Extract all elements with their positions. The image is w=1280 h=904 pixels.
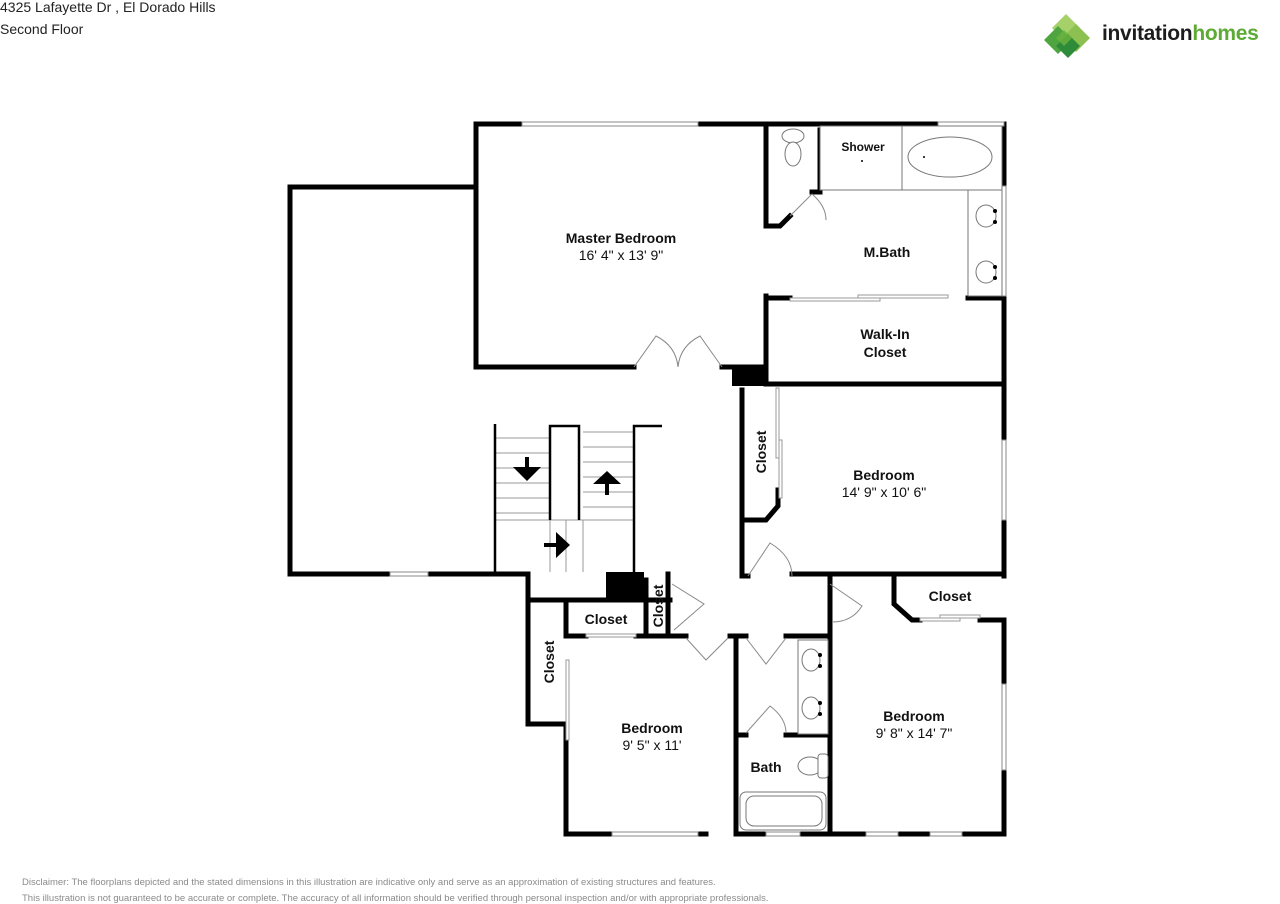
- logo-wordmark: invitationhomes: [1102, 22, 1259, 46]
- wall-block: [606, 572, 644, 600]
- room-label-closet-east: Closet: [753, 430, 769, 473]
- stair-up-arrow-icon: [593, 471, 621, 484]
- bathtub-icon: [745, 795, 823, 827]
- room-label-closet-hall: Closet: [650, 584, 666, 627]
- logo-word-invitation: invitation: [1102, 22, 1193, 45]
- room-label-bedroom-se: Bedroom: [883, 708, 944, 724]
- room-dims-master-bedroom: 16' 4" x 13' 9": [579, 247, 664, 263]
- room-label-closet-sw-horizontal: Closet: [585, 611, 628, 627]
- toilet-icon: [784, 141, 802, 167]
- floor-label: Second Floor: [0, 21, 84, 37]
- sink-icon: [801, 648, 821, 672]
- faucet-dots: [818, 156, 997, 716]
- room-label-walk-in-closet-line2: Closet: [864, 344, 907, 360]
- bathtub-icon: [907, 136, 993, 178]
- room-label-bath: Bath: [750, 759, 781, 775]
- room-dims-bedroom-east: 14' 9" x 10' 6": [842, 484, 927, 500]
- room-label-bedroom-east: Bedroom: [853, 467, 914, 483]
- windows: [389, 121, 1007, 837]
- property-address: 4325 Lafayette Dr , El Dorado Hills: [0, 0, 216, 15]
- disclaimer-line-1: Disclaimer: The floorplans depicted and …: [22, 877, 716, 888]
- stair-right-arrow-icon: [556, 532, 570, 558]
- sink-icon: [975, 260, 997, 284]
- room-label-master-bedroom: Master Bedroom: [566, 230, 676, 246]
- wall-block: [732, 366, 768, 386]
- room-label-walk-in-closet-line1: Walk-In: [860, 326, 909, 342]
- room-label-master-bath: M.Bath: [864, 244, 911, 260]
- room-label-bedroom-sw: Bedroom: [621, 720, 682, 736]
- walls: [287, 121, 1007, 837]
- sink-icon: [975, 204, 997, 228]
- sink-icon: [801, 696, 821, 720]
- fixtures: [739, 125, 1003, 831]
- invitation-homes-logo: invitationhomes: [1044, 12, 1280, 60]
- stair-walls: [493, 424, 662, 574]
- room-dims-bedroom-se: 9' 8" x 14' 7": [876, 725, 953, 741]
- disclaimer-line-2: This illustration is not guaranteed to b…: [22, 893, 769, 904]
- room-dims-bedroom-sw: 9' 5" x 11': [622, 737, 681, 753]
- logo-word-homes: homes: [1192, 22, 1259, 45]
- sliding-doors: [565, 294, 981, 741]
- staircase: [495, 431, 634, 572]
- room-label-closet-se: Closet: [929, 588, 972, 604]
- diamond-cluster-logo-icon: [1044, 14, 1090, 58]
- room-label-shower: Shower: [841, 140, 885, 154]
- toilet-tank-icon: [781, 128, 805, 144]
- doors: [633, 193, 863, 734]
- room-label-closet-sw-vertical: Closet: [541, 640, 557, 683]
- stair-down-arrow-icon: [513, 467, 541, 481]
